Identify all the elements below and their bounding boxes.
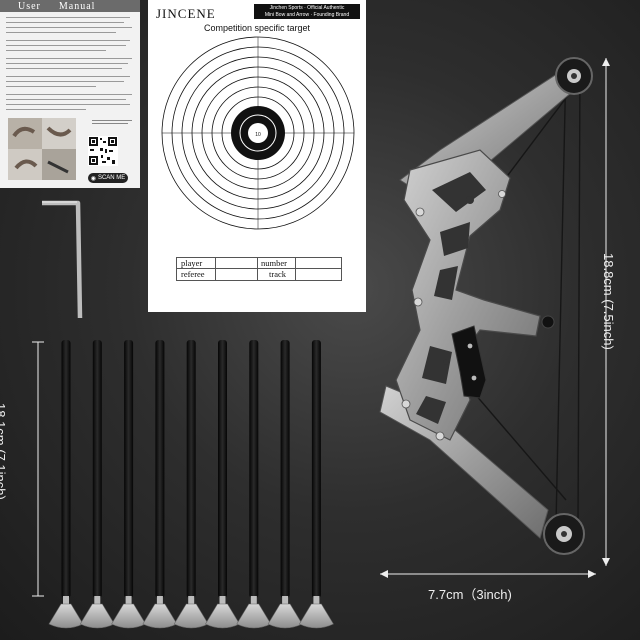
bottom-cam (543, 513, 585, 555)
arrow-shaft (155, 340, 165, 598)
player-label: player (181, 258, 203, 268)
brand-name: JINCENE (156, 6, 216, 21)
manual-header: User Manual (0, 0, 140, 12)
arrow-shaft (249, 340, 259, 598)
arrow (205, 340, 240, 629)
arrow (142, 340, 178, 629)
bow-height-label: 18.8cm (7.5inch) (601, 253, 616, 350)
bullseye-center-mark: 10 (255, 132, 261, 138)
arrow-rest (541, 315, 555, 329)
arrow (267, 340, 303, 629)
brand-tagline: Jinchen Sports · Official Authentic Mini… (254, 4, 360, 19)
scan-me-label: SCAN ME (97, 175, 126, 181)
arrow (236, 340, 272, 629)
arrow (79, 340, 115, 629)
track-label: track (269, 269, 286, 279)
manual-instruction-photo (8, 118, 76, 180)
user-manual-sheet: User Manual (0, 0, 140, 188)
bow-grip (451, 325, 487, 399)
arrow-shaft (124, 340, 134, 598)
arrow-shaft (311, 340, 321, 598)
qr-code[interactable] (88, 136, 118, 166)
tagline-line-2: Mini Bow and Arrow · Founding Brand (264, 11, 350, 18)
manual-header-word-1: User (18, 0, 41, 12)
manual-header-word-2: Manual (58, 0, 96, 12)
paper-target-sheet: JINCENE Jinchen Sports · Official Authen… (148, 0, 366, 312)
arrow-shaft (61, 340, 71, 598)
arrow-shaft (92, 340, 102, 598)
arrow (298, 340, 334, 629)
arrow-shaft (218, 340, 227, 598)
top-cam (555, 57, 593, 95)
target-title: Competition specific target (203, 23, 311, 33)
bullseye-target: 10 (161, 36, 355, 230)
number-label: number (261, 258, 287, 268)
suction-cup-tip (298, 603, 334, 629)
referee-label: referee (181, 269, 205, 279)
score-table: player number referee track (176, 257, 342, 281)
camera-icon: ◉ (90, 175, 96, 182)
arrow-shaft (186, 340, 196, 598)
arrow (111, 340, 147, 629)
scan-me-badge: ◉ SCAN ME (88, 173, 128, 183)
arrow (173, 340, 209, 629)
arrow-length-label: 18.1cm (7.1inch) (0, 403, 8, 500)
manual-note-text-block (92, 118, 136, 126)
bow-width-label: 7.7cm（3inch) (428, 587, 512, 602)
arrow-shaft (280, 340, 290, 598)
tagline-line-1: Jinchen Sports · Official Authentic (269, 5, 345, 11)
arrow (48, 340, 84, 629)
